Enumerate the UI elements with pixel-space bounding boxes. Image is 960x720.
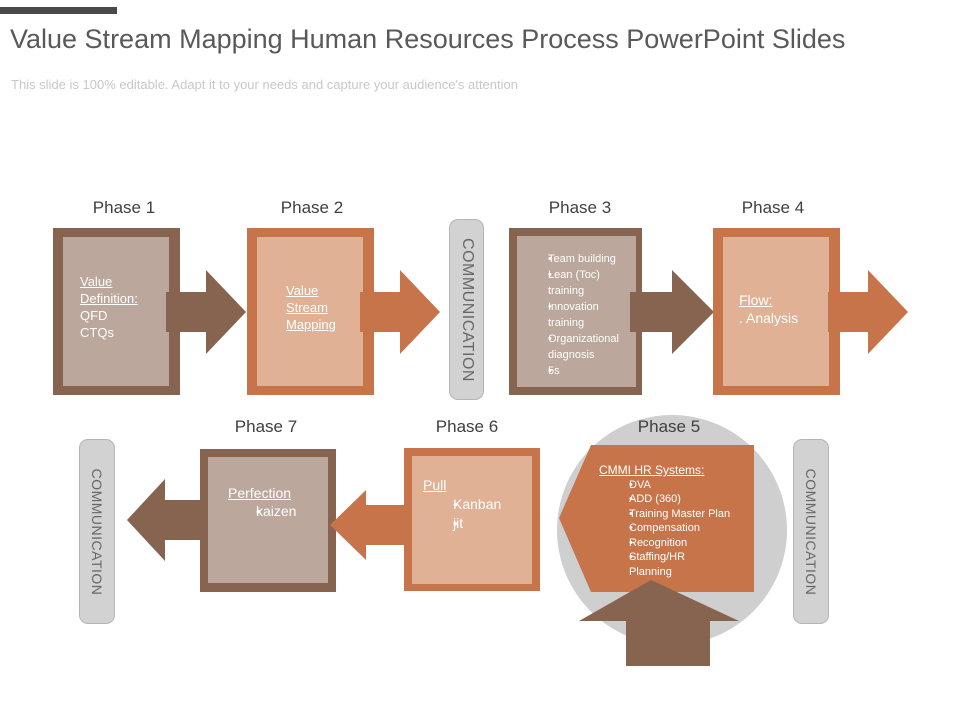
communication-top: COMMUNICATION xyxy=(449,219,484,400)
phase-2-label: Phase 2 xyxy=(280,198,344,217)
phase-1-label: Phase 1 xyxy=(92,198,156,217)
phase-3-item: 5s xyxy=(519,363,635,379)
communication-top-label: COMMUNICATION xyxy=(458,237,476,382)
phase-1-text: Value Definition: QFD CTQs xyxy=(80,273,170,341)
phase-3-item: Innovation training xyxy=(519,299,635,331)
phase-6-text: Pull Kanban jit xyxy=(423,476,523,533)
phase-4-inner xyxy=(723,237,829,386)
phase-3-item: Team building xyxy=(519,251,635,267)
phase-5-item: ADD (360) xyxy=(599,492,749,507)
phase-1-inner xyxy=(63,237,169,386)
phase-6-list: Kanban jit xyxy=(423,495,523,533)
communication-right-label: COMMUNICATION xyxy=(803,468,819,595)
phase-5-label: Phase 5 xyxy=(637,417,701,436)
accent-bar xyxy=(0,7,117,14)
phase-3-arrow xyxy=(630,270,714,354)
phase-3-item: Organizational diagnosis xyxy=(519,331,635,363)
communication-left-label: COMMUNICATION xyxy=(89,468,105,595)
phase-7-text: Perfection kaizen xyxy=(228,484,328,520)
phase-3-label: Phase 3 xyxy=(548,198,612,217)
phase-4-heading: Flow: xyxy=(739,292,773,308)
phase-7-label: Phase 7 xyxy=(234,417,298,436)
phase-5-up-arrow xyxy=(579,580,739,666)
phase-1-heading: Value Definition: xyxy=(80,274,138,306)
phase-1-box xyxy=(53,228,180,395)
phase-3-list: Team building Lean (Toc) training Innova… xyxy=(519,251,635,379)
phase-5-item: Training Master Plan xyxy=(599,507,749,522)
phase-6-heading: Pull xyxy=(423,477,447,493)
phase-6-arrow xyxy=(330,490,410,560)
phase-1-line-1: QFD xyxy=(80,308,108,323)
phase-7-heading: Perfection xyxy=(228,485,292,501)
phase-7-list: kaizen xyxy=(228,502,328,520)
phase-7-inner xyxy=(208,457,328,583)
phase-5-list: DVA ADD (360) Training Master Plan Compe… xyxy=(599,478,749,580)
phase-5-heading: CMMI HR Systems: xyxy=(599,463,705,477)
phase-6-item: Kanban xyxy=(423,495,523,514)
phase-3-item: Lean (Toc) training xyxy=(519,267,635,299)
phase-2-heading: Value Stream Mapping xyxy=(286,283,336,332)
phase-4-label: Phase 4 xyxy=(741,198,805,217)
phase-6-item: jit xyxy=(423,514,523,533)
phase-6-label: Phase 6 xyxy=(435,417,499,436)
slide-subtitle: This slide is 100% editable. Adapt it to… xyxy=(11,77,518,92)
communication-right: COMMUNICATION xyxy=(793,439,829,624)
phase-4-line-1: . Analysis xyxy=(739,310,799,326)
phase-4-arrow xyxy=(828,270,908,354)
phase-2-box xyxy=(247,228,374,395)
phase-2-inner xyxy=(257,237,363,386)
phase-5-text: CMMI HR Systems: DVA ADD (360) Training … xyxy=(599,463,749,579)
phase-5-item: Staffing/HR Planning xyxy=(599,550,719,579)
communication-left: COMMUNICATION xyxy=(79,439,115,624)
phase-7-box xyxy=(200,449,336,592)
phase-5-item: Compensation xyxy=(599,521,749,536)
phase-1-arrow xyxy=(166,270,246,354)
phase-7-item: kaizen xyxy=(228,502,328,520)
phase-4-box xyxy=(713,228,840,395)
phase-4-text: Flow: . Analysis xyxy=(739,291,829,327)
phase-1-line-2: CTQs xyxy=(80,325,114,340)
phase-5-item: DVA xyxy=(599,478,749,493)
slide-title: Value Stream Mapping Human Resources Pro… xyxy=(10,24,846,54)
phase-7-arrow xyxy=(127,479,207,561)
phase-2-arrow xyxy=(360,270,440,354)
phase-5-item: Recognition xyxy=(599,536,749,551)
